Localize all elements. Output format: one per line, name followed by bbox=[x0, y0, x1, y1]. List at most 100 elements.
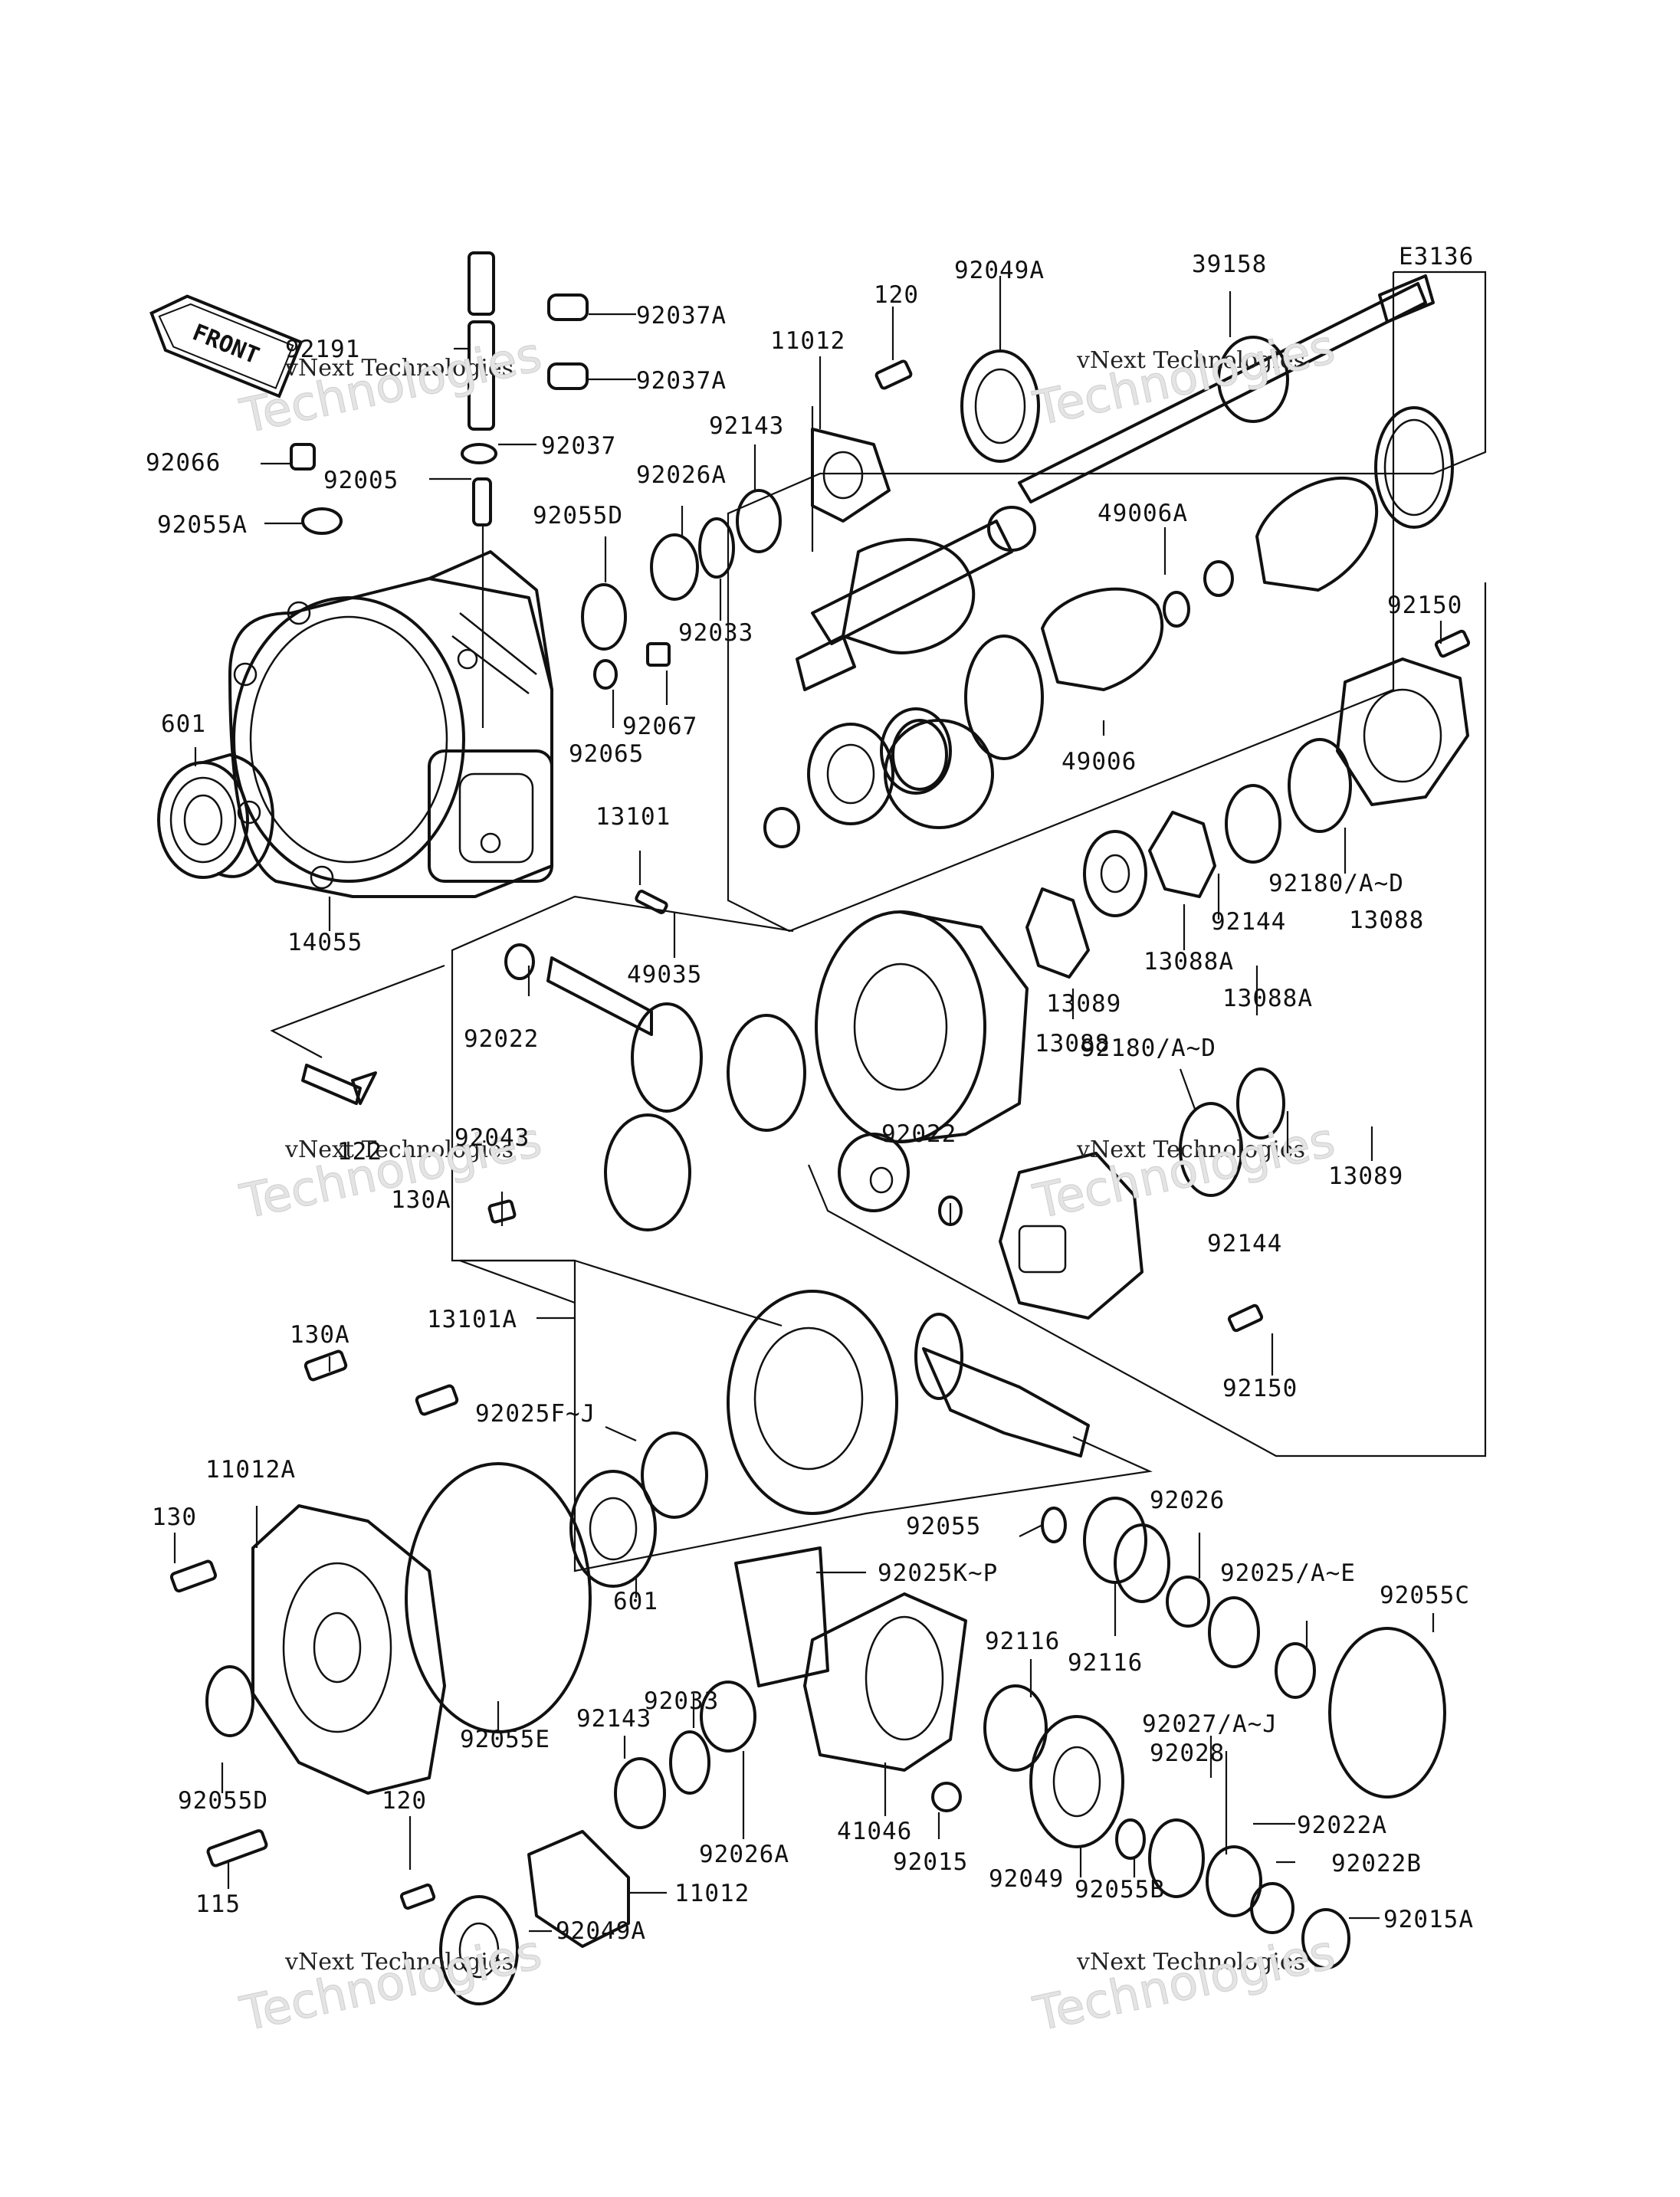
part-label: 92037 bbox=[541, 432, 616, 460]
part-label: 13101 bbox=[596, 803, 671, 831]
part-label: 13088A bbox=[1222, 985, 1313, 1012]
part-label: 92055 bbox=[906, 1513, 981, 1540]
part-label: 92055D bbox=[533, 502, 623, 530]
part-label: 92144 bbox=[1211, 908, 1286, 936]
part-label: 92005 bbox=[323, 467, 399, 494]
part-label: 92026A bbox=[636, 461, 727, 489]
part-label: 92028 bbox=[1150, 1740, 1225, 1767]
lower-flange bbox=[999, 1067, 1285, 1333]
part-label: 11012A bbox=[205, 1456, 296, 1484]
cv-joint bbox=[763, 707, 994, 848]
part-label: 49035 bbox=[627, 961, 702, 989]
gear-case-14055 bbox=[228, 550, 553, 898]
top-small-parts bbox=[290, 251, 671, 690]
front-arrow-icon: FRONT bbox=[149, 294, 304, 398]
part-label: 92065 bbox=[569, 740, 644, 768]
part-label: 92116 bbox=[1068, 1649, 1143, 1677]
part-label: 14055 bbox=[287, 929, 363, 956]
part-label: 92049A bbox=[556, 1917, 646, 1945]
part-label: 92144 bbox=[1207, 1230, 1282, 1258]
part-label: 92055E bbox=[460, 1726, 550, 1753]
part-label: 92037A bbox=[636, 302, 727, 330]
watermark-2-line2: Technologies bbox=[1029, 318, 1340, 436]
pinion-housing-41046 bbox=[734, 1546, 967, 1812]
part-label: 41046 bbox=[837, 1818, 912, 1845]
part-label: 115 bbox=[195, 1890, 241, 1918]
cover-11012A bbox=[169, 1349, 446, 1867]
leader-lines bbox=[173, 276, 1442, 1933]
part-label: 92025F~J bbox=[475, 1400, 596, 1428]
part-label: 92027/A~J bbox=[1142, 1710, 1278, 1738]
part-label: 92037A bbox=[636, 367, 727, 395]
cv-boots bbox=[964, 406, 1454, 760]
part-label: 39158 bbox=[1192, 251, 1267, 278]
part-label: 92180/A~D bbox=[1268, 870, 1404, 897]
part-label: 13089 bbox=[1046, 990, 1121, 1018]
part-label: 601 bbox=[613, 1588, 658, 1615]
part-label: 92022 bbox=[464, 1025, 539, 1053]
part-label: 92191 bbox=[285, 336, 360, 363]
part-label: 120 bbox=[874, 281, 919, 309]
lower-left-bearings bbox=[399, 1681, 756, 2005]
part-label: 11012 bbox=[770, 327, 845, 355]
part-label: 92025K~P bbox=[878, 1559, 998, 1587]
part-label: 92022B bbox=[1331, 1850, 1422, 1877]
watermark-6-line1: vNext Technologies bbox=[1076, 1949, 1305, 1976]
part-label: 92026 bbox=[1150, 1487, 1225, 1514]
part-label: 92150 bbox=[1222, 1375, 1298, 1402]
part-label: 92025/A~E bbox=[1220, 1559, 1356, 1587]
ring-gear bbox=[415, 1290, 1090, 1515]
right-flange bbox=[1025, 629, 1471, 979]
diagram-code: E3136 bbox=[1399, 243, 1474, 271]
part-label: 92143 bbox=[709, 412, 784, 440]
part-label: 92026A bbox=[699, 1841, 789, 1868]
part-label: 13101A bbox=[427, 1306, 517, 1333]
part-label: 13088 bbox=[1035, 1030, 1110, 1058]
assembly-outlines bbox=[270, 271, 1487, 1572]
part-label: 120 bbox=[382, 1787, 427, 1815]
part-label: 49006A bbox=[1098, 500, 1188, 527]
part-label: 92180/A~D bbox=[1081, 1035, 1216, 1062]
pinion-bearings bbox=[983, 1497, 1350, 1969]
watermark-6-line2: Technologies bbox=[1029, 1923, 1340, 2041]
part-label: 92055D bbox=[178, 1787, 268, 1815]
part-label: 11012 bbox=[674, 1880, 750, 1907]
part-label: 92067 bbox=[622, 713, 697, 740]
bearing-601-upper bbox=[157, 753, 274, 879]
part-label: 13088A bbox=[1144, 948, 1234, 976]
part-label: 122 bbox=[337, 1138, 382, 1166]
part-label: 130 bbox=[152, 1503, 197, 1531]
part-label: 92055A bbox=[157, 511, 248, 539]
part-label: 92049A bbox=[954, 257, 1045, 284]
part-label: 92150 bbox=[1387, 592, 1462, 619]
part-label: 92022A bbox=[1297, 1812, 1387, 1839]
part-label: 92066 bbox=[146, 449, 221, 477]
part-label: 92055C bbox=[1380, 1582, 1470, 1609]
watermark-5-line1: vNext Technologies bbox=[284, 1949, 514, 1976]
drive-shaft-39158 bbox=[796, 274, 1435, 691]
part-label: 92143 bbox=[576, 1705, 651, 1733]
part-labels: 92191 92037A 92037A 92037 92066 92005 92… bbox=[146, 251, 1474, 1945]
lower-bearing-and-orings bbox=[405, 1431, 1446, 1799]
part-label: 92116 bbox=[985, 1628, 1060, 1655]
part-label: 92033 bbox=[644, 1687, 719, 1715]
part-label: 13088 bbox=[1349, 907, 1424, 934]
part-label: 92049 bbox=[989, 1865, 1064, 1893]
part-label: 92043 bbox=[454, 1124, 530, 1152]
watermark-4-line1: vNext Technologies bbox=[1076, 1136, 1305, 1163]
watermark-1-line1: vNext Technologies bbox=[284, 355, 514, 382]
part-label: 601 bbox=[161, 710, 206, 738]
part-label: 92015A bbox=[1383, 1906, 1474, 1933]
part-label: 130A bbox=[290, 1321, 350, 1349]
part-label: 49006 bbox=[1061, 748, 1137, 776]
watermark-3-line1: vNext Technologies bbox=[284, 1136, 514, 1163]
part-label: 92022 bbox=[881, 1120, 956, 1148]
part-label: 13089 bbox=[1328, 1162, 1403, 1190]
part-label: 92055B bbox=[1075, 1876, 1165, 1904]
watermark-2-line1: vNext Technologies bbox=[1076, 347, 1305, 374]
part-label: 130A bbox=[391, 1186, 451, 1214]
part-label: 92033 bbox=[678, 619, 753, 647]
part-label: 92015 bbox=[893, 1848, 968, 1876]
